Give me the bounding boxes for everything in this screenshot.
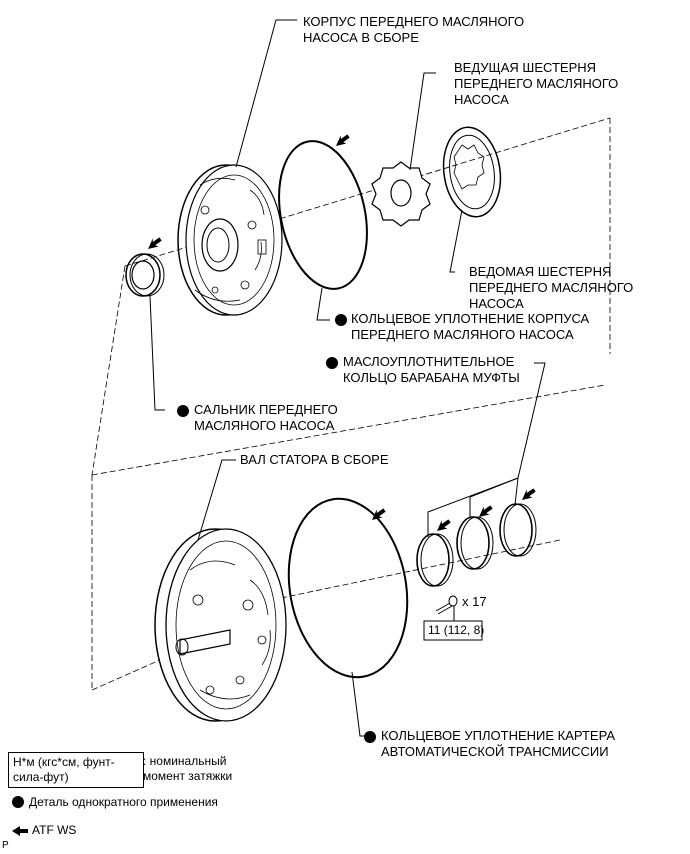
driven-gear bbox=[442, 126, 502, 218]
label-torque: 11 (112, 8) bbox=[428, 623, 485, 637]
leader-lines bbox=[149, 19, 546, 737]
label-bolt-count: x 17 bbox=[462, 594, 487, 609]
label-stator-shaft: ВАЛ СТАТОРА В СБОРЕ bbox=[240, 452, 389, 467]
front-pump-oil-seal bbox=[125, 253, 165, 297]
label-drive-gear: ВЕДУЩАЯ ШЕСТЕРНЯ ПЕРЕДНЕГО МАСЛЯНОГО НАС… bbox=[454, 60, 619, 107]
one-time-part-icon bbox=[364, 731, 376, 743]
atf-arrows bbox=[148, 134, 536, 531]
drive-gear bbox=[371, 161, 431, 227]
bolt-icon bbox=[435, 595, 458, 615]
label-driven-gear: ВЕДОМАЯ ШЕСТЕРНЯ ПЕРЕДНЕГО МАСЛЯНОГО НАС… bbox=[469, 264, 634, 311]
one-time-part-icon bbox=[335, 314, 347, 326]
front-pump-body bbox=[177, 164, 283, 316]
label-body-o-ring: КОЛЬЦЕВОЕ УПЛОТНЕНИЕ КОРПУСА ПЕРЕДНЕГО М… bbox=[351, 311, 590, 342]
legend-atf-arrow-icon bbox=[12, 826, 28, 836]
legend-unit-box: Н*м (кгс*см, фунт- сила-фут) bbox=[8, 752, 144, 788]
corner-mark: P bbox=[2, 840, 9, 851]
one-time-part-icon bbox=[177, 405, 189, 417]
legend-unit-desc: : номинальный момент затяжки bbox=[143, 754, 233, 783]
label-case-o-ring: КОЛЬЦЕВОЕ УПЛОТНЕНИЕ КАРТЕРА АВТОМАТИЧЕС… bbox=[381, 728, 616, 759]
stator-shaft-assembly bbox=[154, 528, 287, 722]
label-pump-oil-seal: САЛЬНИК ПЕРЕДНЕГО МАСЛЯНОГО НАСОСА bbox=[194, 402, 338, 433]
clutch-drum-seal-rings bbox=[416, 503, 537, 587]
transmission-case-o-ring bbox=[287, 497, 409, 679]
legend-atf: ATF WS bbox=[32, 823, 77, 837]
legend-one-time-icon bbox=[12, 796, 24, 808]
label-front-pump-body: КОРПУС ПЕРЕДНЕГО МАСЛЯНОГО НАСОСА В СБОР… bbox=[303, 14, 525, 45]
legend-one-time: Деталь однократного применения bbox=[29, 795, 218, 809]
label-clutch-drum-seal-ring: МАСЛОУПЛОТНИТЕЛЬНОЕ КОЛЬЦО БАРАБАНА МУФТ… bbox=[343, 354, 520, 385]
one-time-part-icon bbox=[326, 357, 338, 369]
torque-box bbox=[423, 620, 483, 641]
pump-body-o-ring bbox=[278, 140, 368, 290]
